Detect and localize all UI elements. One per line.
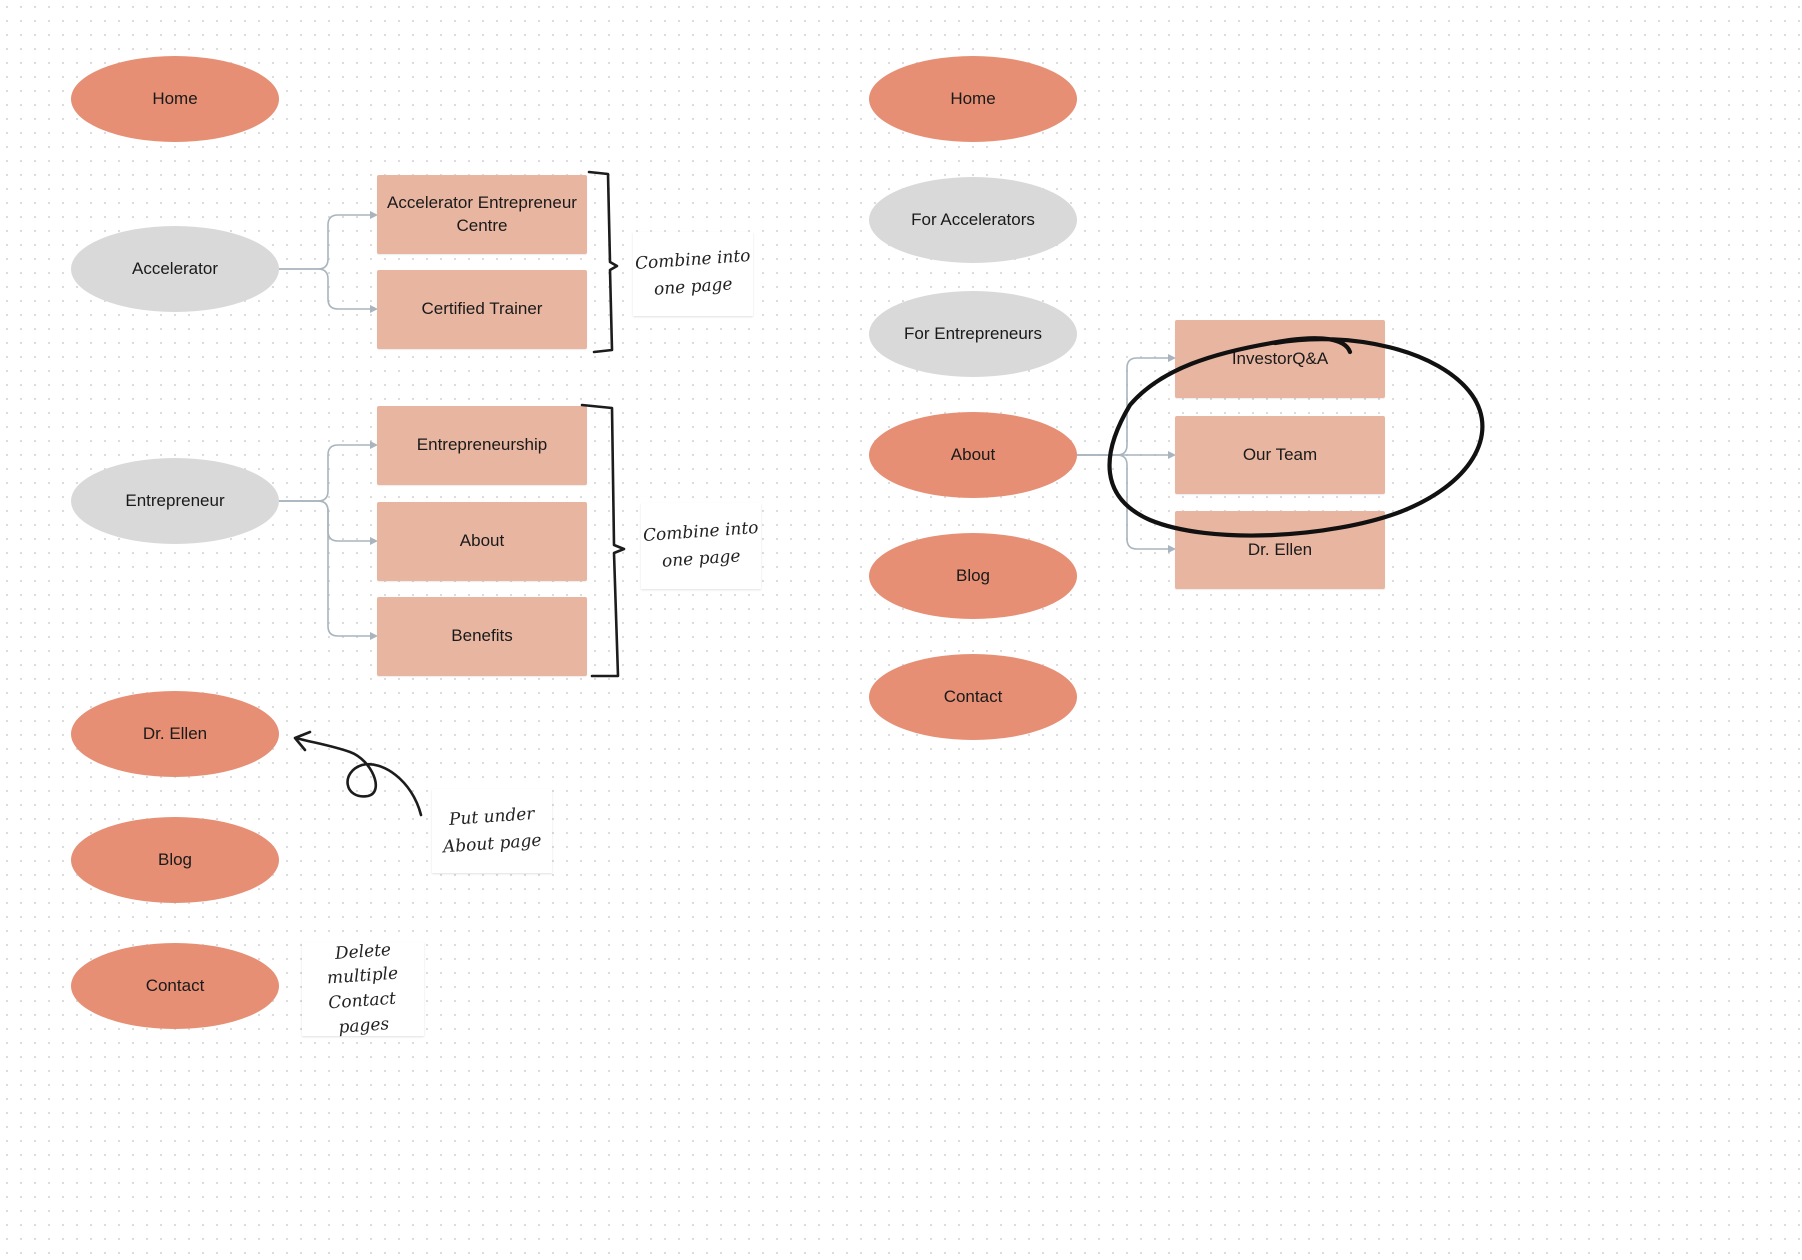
connector-accelerator-trainer <box>279 268 376 310</box>
benefits-box[interactable]: Benefits <box>377 597 587 676</box>
current-blog-node[interactable]: Blog <box>71 817 279 903</box>
note-line: Contact pages <box>327 988 397 1038</box>
curly-arrow-put-under <box>294 736 423 817</box>
note-line: Combine into <box>642 517 760 546</box>
put-under-about-note[interactable]: Put under About page <box>432 789 552 873</box>
proposed-about-node[interactable]: About <box>869 412 1077 498</box>
bracket-entrepreneur <box>580 403 626 678</box>
proposed-contact-node[interactable]: Contact <box>869 654 1077 740</box>
connector-about-investor <box>1077 357 1174 456</box>
connector-entrepreneur-about <box>279 500 376 542</box>
proposed-home-node[interactable]: Home <box>869 56 1077 142</box>
proposed-dr-ellen-box[interactable]: Dr. Ellen <box>1175 511 1385 589</box>
current-accelerator-node[interactable]: Accelerator <box>71 226 279 312</box>
arrow-head <box>293 730 312 752</box>
entrepreneur-about-box[interactable]: About <box>377 502 587 581</box>
investor-qa-box[interactable]: InvestorQ&A <box>1175 320 1385 398</box>
connector-about-ellen <box>1077 454 1174 550</box>
our-team-box[interactable]: Our Team <box>1175 416 1385 494</box>
note-line: one page <box>661 546 741 572</box>
current-entrepreneur-node[interactable]: Entrepreneur <box>71 458 279 544</box>
note-line: Combine into <box>634 245 752 274</box>
connector-accelerator-centre <box>279 214 376 270</box>
combine-note-entrepreneur[interactable]: Combine into one page <box>641 503 761 589</box>
connector-entrepreneur-benefits <box>279 500 376 637</box>
proposed-blog-node[interactable]: Blog <box>869 533 1077 619</box>
proposed-for-entrepreneurs-node[interactable]: For Entrepreneurs <box>869 291 1077 377</box>
entrepreneurship-box[interactable]: Entrepreneurship <box>377 406 587 485</box>
accelerator-entrepreneur-centre-box[interactable]: Accelerator Entrepreneur Centre <box>377 175 587 254</box>
current-home-node[interactable]: Home <box>71 56 279 142</box>
delete-contact-note[interactable]: Delete multiple Contact pages <box>302 940 424 1037</box>
current-contact-node[interactable]: Contact <box>71 943 279 1029</box>
current-dr-ellen-node[interactable]: Dr. Ellen <box>71 691 279 777</box>
bracket-accelerator <box>587 170 619 354</box>
certified-trainer-box[interactable]: Certified Trainer <box>377 270 587 349</box>
proposed-for-accelerators-node[interactable]: For Accelerators <box>869 177 1077 263</box>
connector-entrepreneur-entrepreneurship <box>279 444 376 502</box>
note-line: one page <box>653 274 733 300</box>
combine-note-accelerator[interactable]: Combine into one page <box>633 232 753 316</box>
note-line: About page <box>442 830 542 858</box>
